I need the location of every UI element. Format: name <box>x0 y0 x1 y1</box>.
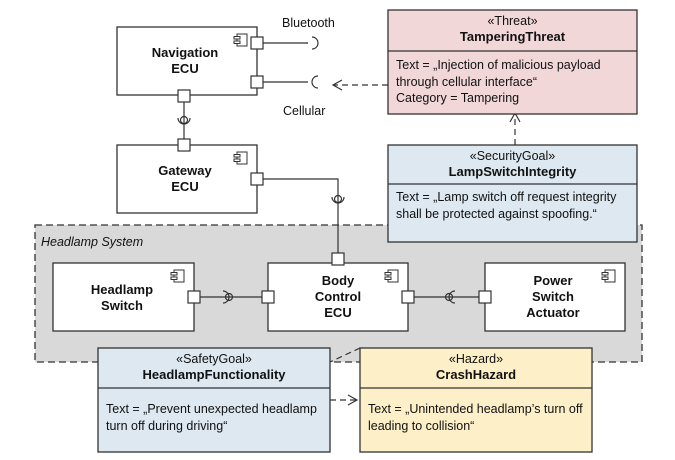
connectors <box>177 36 479 304</box>
security-goal-name: LampSwitchIntegrity <box>448 164 577 179</box>
threat-note-box[interactable] <box>387 9 638 115</box>
threat-name: TamperingThreat <box>459 29 566 44</box>
safety-goal-header: «SafetyGoal» HeadlampFunctionality <box>98 351 330 383</box>
safety-goal-note-box[interactable] <box>97 347 331 453</box>
threat-header: «Threat» TamperingThreat <box>388 13 637 45</box>
dependencies <box>329 84 516 401</box>
threat-stereotype: «Threat» <box>487 14 538 28</box>
security-goal-body: Text = „Lamp switch off request integrit… <box>396 190 617 221</box>
threat-body: Text = „Injection of malicious payload t… <box>396 58 601 105</box>
navigation-ecu-title: Navigation ECU <box>151 45 219 76</box>
safety-goal-body: Text = „Prevent unexpected headlamp turn… <box>106 402 317 433</box>
hazard-name: CrashHazard <box>435 367 517 382</box>
security-goal-note-box[interactable] <box>387 144 638 243</box>
hazard-body: Text = „Unintended headlamp’s turn off l… <box>368 402 583 433</box>
gateway-ecu-title: Gateway ECU <box>158 163 212 194</box>
cellular-label: Cellular <box>283 104 326 118</box>
hazard-stereotype: «Hazard» <box>448 352 504 366</box>
security-goal-header: «SecurityGoal» LampSwitchIntegrity <box>388 148 637 180</box>
power-switch-actuator-title: Power Switch Actuator <box>526 273 580 320</box>
hazard-header: «Hazard» CrashHazard <box>360 351 592 383</box>
bluetooth-label: Bluetooth <box>282 16 335 30</box>
headlamp-system-label: Headlamp System <box>41 235 144 249</box>
body-control-ecu-title: Body Control ECU <box>314 273 362 320</box>
headlamp-switch-title: Headlamp Switch <box>90 282 154 313</box>
safety-goal-name: HeadlampFunctionality <box>142 367 286 382</box>
security-goal-stereotype: «SecurityGoal» <box>469 149 556 163</box>
safety-goal-stereotype: «SafetyGoal» <box>176 352 252 366</box>
hazard-note-box[interactable] <box>359 347 593 453</box>
ports <box>177 36 492 304</box>
